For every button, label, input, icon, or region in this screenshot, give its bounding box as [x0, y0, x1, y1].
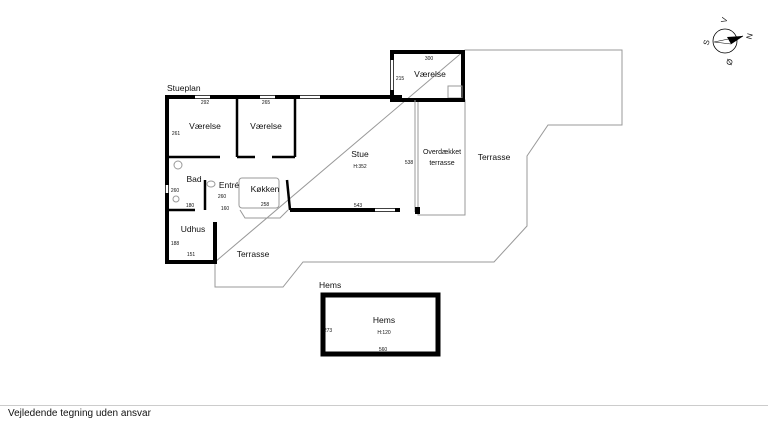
drain-icon [172, 195, 180, 203]
dimension: 261 [172, 131, 181, 137]
closet [447, 85, 463, 99]
dimension: 160 [221, 206, 230, 212]
room-label: Overdækket [423, 149, 461, 156]
dimension: 265 [262, 100, 271, 106]
section-label-loft: Hems [319, 280, 341, 290]
footer-divider [0, 405, 768, 406]
bay-window [239, 209, 289, 219]
compass-south: S [702, 39, 712, 46]
dimension: 300 [425, 56, 434, 62]
pillar [415, 207, 420, 214]
section-label-ground: Stueplan [167, 83, 201, 93]
dimension: 258 [261, 202, 270, 208]
room-label: Værelse [250, 121, 282, 131]
dimension: 215 [396, 76, 405, 82]
room-label: terrasse [429, 160, 454, 167]
terrace-outline [214, 49, 623, 288]
room-label: Stue [351, 149, 369, 159]
room-label: Værelse [414, 69, 446, 79]
dimension: 538 [405, 160, 414, 166]
covered-terrace [417, 99, 466, 216]
room-label: Terrasse [237, 249, 270, 259]
sink-icon [173, 160, 183, 170]
outer-wall [165, 95, 402, 264]
room-label: Udhus [181, 224, 206, 234]
room-label: Køkken [251, 184, 280, 194]
room-label: Hems [373, 315, 395, 325]
room-label: Bad [186, 174, 201, 184]
compass-east: Ø [725, 58, 735, 66]
kitchen-counter [238, 177, 280, 209]
dimension: 273 [324, 328, 333, 334]
compass-icon: V N S Ø [702, 16, 755, 66]
room-height: H:120 [377, 330, 391, 336]
room-label: Værelse [189, 121, 221, 131]
dimension: 151 [187, 252, 196, 258]
compass-north: N [745, 32, 755, 40]
compass-west: V [719, 16, 729, 24]
dimension: 292 [201, 100, 210, 106]
dimension: 180 [186, 203, 195, 209]
dimension: 260 [218, 194, 227, 200]
room-hems [320, 292, 441, 357]
dimension: 188 [171, 241, 180, 247]
dimension: 560 [379, 347, 388, 353]
toilet-icon [206, 180, 216, 188]
dimension: 260 [171, 188, 180, 194]
room-label: Terrasse [478, 152, 511, 162]
interior-walls [167, 97, 297, 212]
footer-disclaimer: Vejledende tegning uden ansvar [8, 408, 151, 419]
windows [165, 60, 395, 212]
room-height: H:352 [353, 164, 367, 170]
dimension: 543 [354, 203, 363, 209]
room-label: Entré [219, 180, 240, 190]
